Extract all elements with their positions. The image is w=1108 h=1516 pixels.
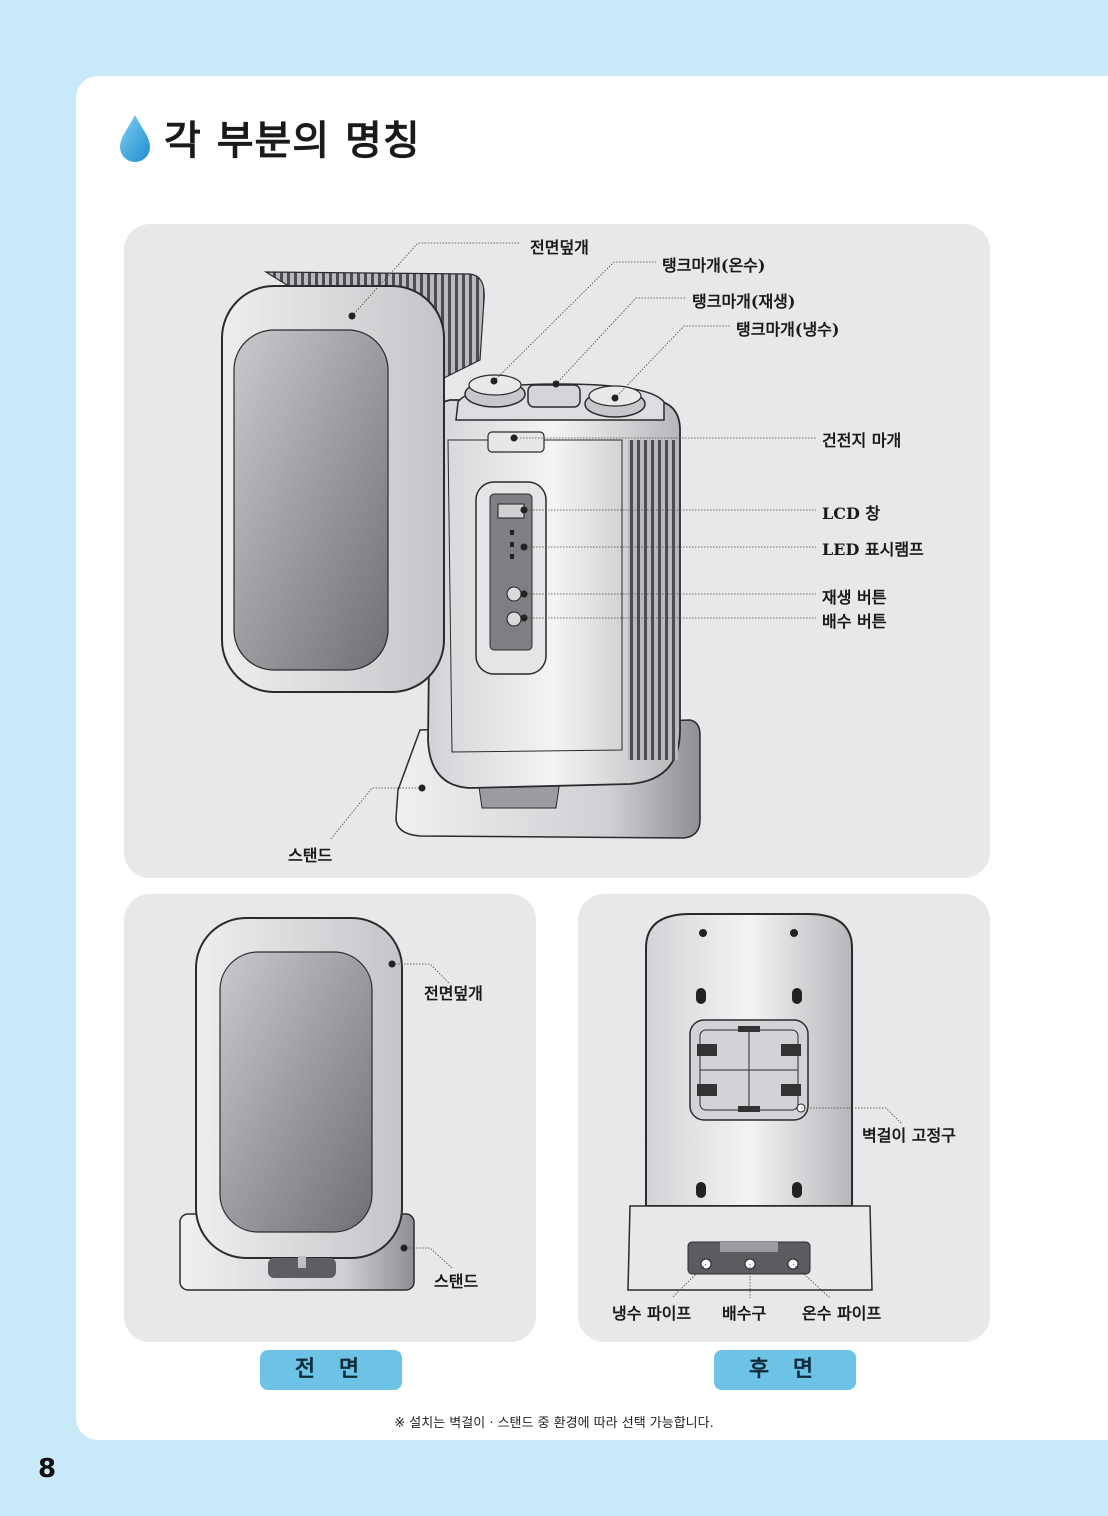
install-note: ※ 설치는 벽걸이 · 스탠드 중 환경에 따라 선택 가능합니다.: [394, 1416, 714, 1431]
label-regen-button: 재생 버튼: [822, 588, 887, 607]
front-label-front-cover: 전면덮개: [424, 984, 483, 1003]
front-view-caption: 전 면: [260, 1350, 402, 1390]
label-led-lamp: LED 표시램프: [822, 540, 924, 559]
label-tank-cap-regen: 탱크마개(재생): [692, 292, 796, 311]
page-number: 8: [38, 1454, 57, 1484]
rear-view-caption: 후 면: [714, 1350, 856, 1390]
rear-label-hot-pipe: 온수 파이프: [802, 1304, 882, 1323]
water-drop-icon: [120, 115, 150, 162]
section-title: 각 부분의 명칭: [118, 108, 421, 166]
label-tank-cap-cold: 탱크마개(냉수): [736, 320, 840, 339]
label-stand: 스탠드: [288, 846, 333, 865]
label-drain-button: 배수 버튼: [822, 612, 887, 631]
rear-label-drain: 배수구: [722, 1304, 767, 1323]
rear-label-cold-pipe: 냉수 파이프: [612, 1304, 692, 1323]
callout-dots: [348, 312, 619, 792]
rear-label-wall-mount: 벽걸이 고정구: [862, 1126, 956, 1145]
label-battery-cap: 건전지 마개: [822, 431, 902, 450]
page-title: 각 부분의 명칭: [164, 118, 421, 164]
label-lcd-window: LCD 창: [822, 504, 881, 523]
label-front-cover: 전면덮개: [530, 238, 589, 257]
label-tank-cap-hot: 탱크마개(온수): [662, 256, 766, 275]
front-label-stand: 스탠드: [434, 1272, 479, 1291]
leader-lines: [329, 242, 816, 841]
